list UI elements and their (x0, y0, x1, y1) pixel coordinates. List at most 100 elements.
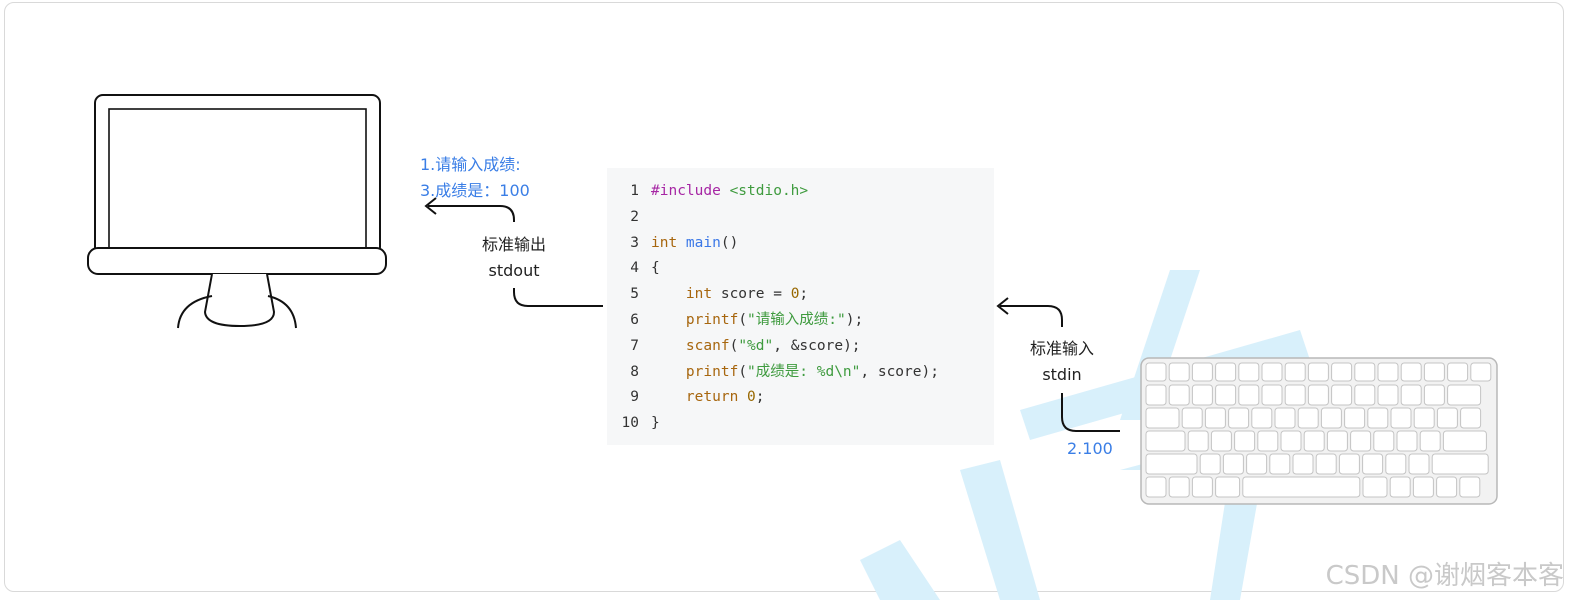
stdin-arrow (1000, 306, 1062, 327)
keyboard-key (1285, 363, 1305, 381)
keyboard-key (1332, 385, 1352, 405)
input-message-2: 2.100 (1067, 436, 1113, 462)
code-line: 4{ (607, 255, 660, 281)
keyboard-key (1443, 431, 1486, 451)
code-line: 2 (607, 204, 651, 230)
output-message-3: 3.成绩是：100 (420, 178, 530, 204)
line-number: 6 (607, 307, 639, 333)
code-token: ; (756, 389, 765, 405)
line-number: 9 (607, 384, 639, 410)
code-token: main (686, 235, 721, 251)
code-token: "请输入成绩:" (747, 312, 846, 328)
code-token: 0 (747, 389, 756, 405)
code-token: int (686, 286, 721, 302)
keyboard-key (1363, 454, 1383, 474)
keyboard-key (1378, 385, 1398, 405)
keyboard-key (1308, 363, 1328, 381)
keyboard-key (1368, 408, 1388, 428)
keyboard-key (1188, 431, 1208, 451)
keyboard-key (1401, 363, 1421, 381)
keyboard-key (1345, 408, 1365, 428)
code-token: #include (651, 183, 730, 199)
keyboard-key (1146, 408, 1179, 428)
code-token (651, 312, 686, 328)
keyboard-key (1285, 385, 1305, 405)
keyboard-key (1420, 431, 1440, 451)
keyboard-key (1374, 431, 1394, 451)
keyboard-key (1192, 363, 1212, 381)
code-line: 1#include <stdio.h> (607, 178, 808, 204)
keyboard-key (1192, 385, 1212, 405)
keyboard-key (1205, 408, 1225, 428)
stdout-label-en: stdout (470, 258, 558, 284)
keyboard-key (1304, 431, 1324, 451)
keyboard-key (1258, 431, 1278, 451)
code-line: 9 return 0; (607, 384, 765, 410)
keyboard-key (1270, 454, 1290, 474)
line-number: 3 (607, 230, 639, 256)
keyboard-key (1424, 363, 1444, 381)
keyboard-key (1239, 385, 1259, 405)
keyboard-key (1391, 408, 1411, 428)
keyboard-key (1409, 454, 1429, 474)
keyboard-key (1413, 477, 1433, 497)
code-token: "成绩是: %d\n" (747, 364, 860, 380)
code-token (651, 338, 686, 354)
keyboard-key (1355, 363, 1375, 381)
code-token (651, 364, 686, 380)
code-token: ); (846, 312, 863, 328)
code-token: printf (686, 364, 738, 380)
keyboard-key (1247, 454, 1267, 474)
code-token: score = (721, 286, 791, 302)
keyboard-key (1293, 454, 1313, 474)
keyboard-key (1461, 408, 1481, 428)
code-token: , &score); (773, 338, 860, 354)
keyboard-key (1216, 477, 1240, 497)
line-number: 1 (607, 178, 639, 204)
keyboard-key (1262, 363, 1282, 381)
code-token: scanf (686, 338, 730, 354)
keyboard-icon (1140, 357, 1498, 505)
stdin-label-en: stdin (1018, 362, 1106, 388)
keyboard-key (1298, 408, 1318, 428)
code-token: "%d" (738, 338, 773, 354)
keyboard-key (1192, 477, 1212, 497)
keyboard-key (1339, 454, 1359, 474)
keyboard-key (1351, 431, 1371, 451)
code-line: 7 scanf("%d", &score); (607, 333, 861, 359)
keyboard-key (1275, 408, 1295, 428)
code-token: } (651, 415, 660, 431)
keyboard-key (1424, 385, 1444, 405)
line-number: 4 (607, 255, 639, 281)
keyboard-key (1363, 477, 1387, 497)
keyboard-key (1146, 363, 1166, 381)
keyboard-key (1216, 363, 1236, 381)
code-token: int (651, 235, 686, 251)
code-token: ( (738, 364, 747, 380)
keyboard-key (1448, 385, 1481, 405)
keyboard-key (1211, 431, 1231, 451)
code-token (651, 286, 686, 302)
keyboard-key (1390, 477, 1410, 497)
keyboard-key (1308, 385, 1328, 405)
keyboard-key (1169, 477, 1189, 497)
line-number: 7 (607, 333, 639, 359)
keyboard-key (1169, 385, 1189, 405)
code-token: printf (686, 312, 738, 328)
keyboard-key (1378, 363, 1398, 381)
code-line: 10} (607, 410, 660, 436)
keyboard-key (1327, 431, 1347, 451)
stdout-arrow (428, 206, 514, 222)
keyboard-key (1281, 431, 1301, 451)
keyboard-key (1401, 385, 1421, 405)
keyboard-key (1460, 477, 1480, 497)
code-token: return (686, 389, 747, 405)
keyboard-key (1146, 477, 1166, 497)
keyboard-key (1223, 454, 1243, 474)
keyboard-key (1216, 385, 1236, 405)
keyboard-key (1239, 363, 1259, 381)
keyboard-key (1448, 363, 1468, 381)
keyboard-key (1437, 408, 1457, 428)
code-token: , score); (860, 364, 939, 380)
